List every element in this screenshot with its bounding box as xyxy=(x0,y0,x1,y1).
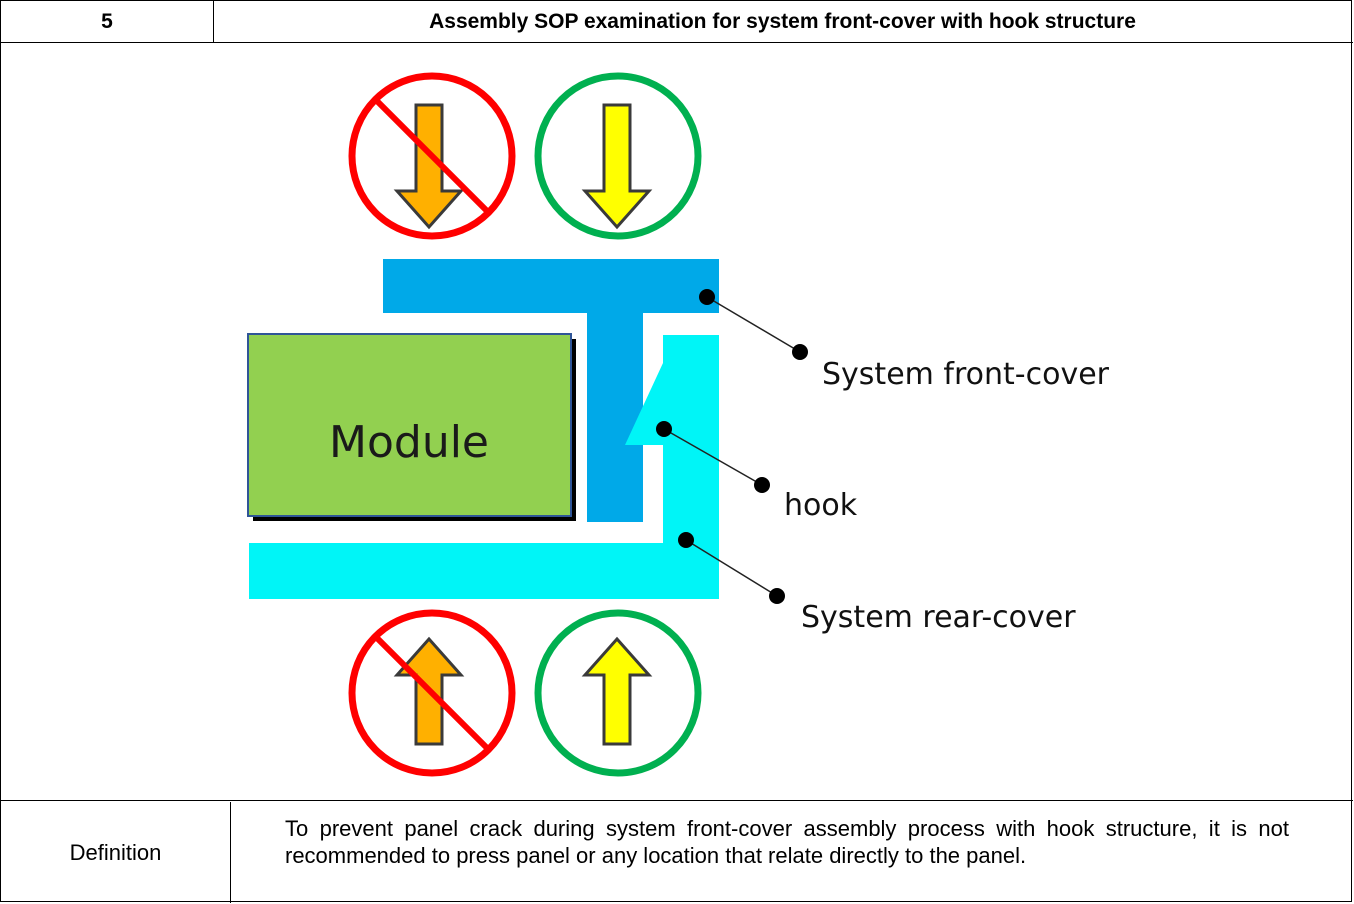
prohibited-circle xyxy=(348,609,516,777)
callout-hook: hook xyxy=(656,421,858,523)
front-cover-label: System front-cover xyxy=(822,357,1110,392)
callout-rear-cover: System rear-cover xyxy=(678,532,1076,635)
system-front-cover xyxy=(383,259,719,522)
rear-cover-label: System rear-cover xyxy=(801,600,1076,635)
assembly-figure: Module System front-cover hook System re… xyxy=(1,43,1353,801)
prohibited-circle xyxy=(348,72,516,240)
hook xyxy=(625,363,663,445)
push-down-arrow xyxy=(581,103,653,230)
definition-label: Definition xyxy=(1,802,231,903)
module-block: Module xyxy=(247,333,576,521)
prohibited-push-up-icon xyxy=(348,609,516,777)
push-up-arrow xyxy=(581,636,653,746)
prohibited-slash xyxy=(371,632,493,754)
item-number: 5 xyxy=(1,1,214,42)
assembly-diagram: Module System front-cover hook System re… xyxy=(247,72,1110,777)
prohibited-slash xyxy=(371,95,493,217)
push-down-arrow xyxy=(393,103,465,230)
callout-front-cover: System front-cover xyxy=(699,289,1110,392)
definition-text: To prevent panel crack during system fro… xyxy=(285,816,1289,868)
allowed-push-down-icon xyxy=(534,72,702,240)
module-label: Module xyxy=(329,417,489,468)
allowed-circle xyxy=(534,609,702,777)
prohibited-push-down-icon xyxy=(348,72,516,240)
allowed-push-up-icon xyxy=(534,609,702,777)
page-title: Assembly SOP examination for system fron… xyxy=(429,9,1136,33)
allowed-circle xyxy=(534,72,702,240)
hook-label: hook xyxy=(784,488,858,523)
header-row: 5 Assembly SOP examination for system fr… xyxy=(1,1,1353,43)
